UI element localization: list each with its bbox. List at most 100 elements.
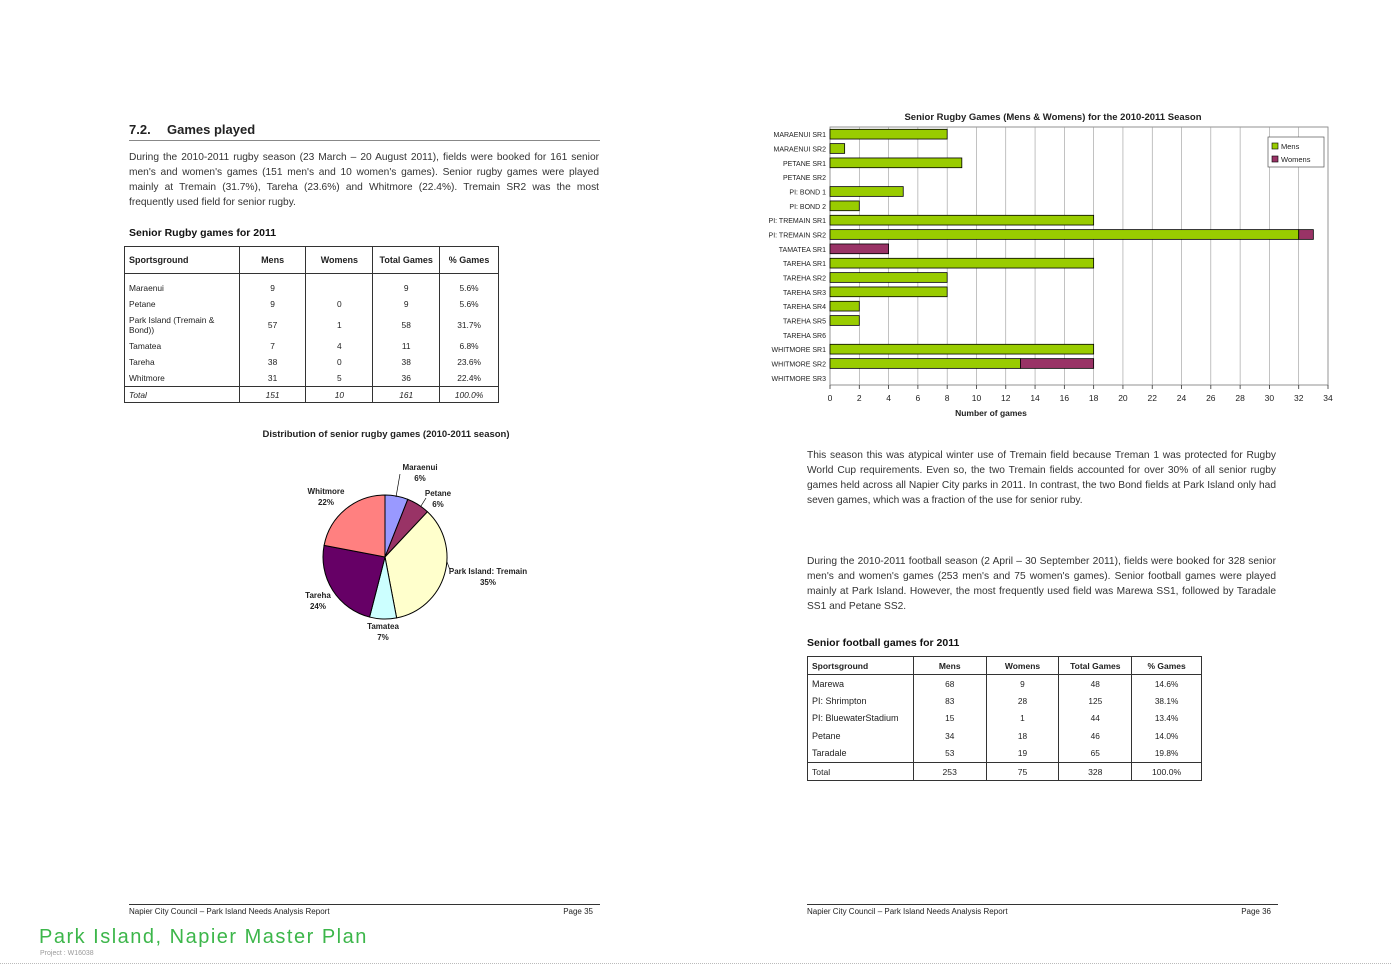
table-cell: 48 — [1058, 674, 1133, 693]
table-cell: 1 — [985, 709, 1060, 728]
table-cell: 57 — [238, 312, 307, 338]
table-cell: 161 — [372, 386, 441, 403]
y-category-label: WHITMORE SR2 — [772, 362, 827, 369]
leader-line — [446, 561, 451, 571]
table-cell: 9 — [372, 296, 441, 312]
pie-slice-percent: 24% — [310, 602, 326, 611]
table-cell: 28 — [985, 692, 1060, 710]
column-header: Sportsground — [807, 656, 914, 675]
table-cell: 100.0% — [1131, 761, 1202, 781]
pie-slice-label: Park Island: Tremain — [449, 567, 527, 576]
column-header: % Games — [439, 246, 499, 274]
table-cell: 53 — [912, 744, 987, 763]
y-category-label: PI: BOND 1 — [789, 190, 826, 197]
y-category-label: PI: BOND 2 — [789, 204, 826, 211]
bar-segment — [829, 229, 1300, 240]
x-tick-label: 20 — [1118, 393, 1128, 403]
pie-slice — [322, 544, 386, 618]
bar-chart-title: Senior Rugby Games (Mens & Womens) for t… — [904, 112, 1202, 123]
table-cell: 38.1% — [1131, 692, 1202, 710]
column-header: Total Games — [372, 246, 441, 274]
table-cell: PI: Shrimpton — [807, 692, 914, 710]
y-category-label: TAREHA SR1 — [783, 261, 826, 268]
y-category-label: TAREHA SR5 — [783, 319, 826, 326]
table-cell: Park Island (Tremain & Bond)) — [124, 312, 240, 338]
bar-segment — [829, 157, 963, 169]
pie-slice-percent: 22% — [318, 498, 334, 507]
y-category-label: WHITMORE SR3 — [772, 376, 827, 383]
x-tick-label: 0 — [828, 393, 833, 403]
table-cell: 328 — [1058, 761, 1133, 781]
column-header: Womens — [305, 246, 374, 274]
y-category-label: TAREHA SR4 — [783, 304, 826, 311]
x-tick-label: 26 — [1206, 393, 1216, 403]
y-category-label: WHITMORE SR1 — [772, 347, 827, 354]
x-tick-label: 24 — [1177, 393, 1187, 403]
table-cell: 18 — [985, 727, 1060, 745]
table-cell: 75 — [985, 761, 1060, 781]
bar-segment — [829, 272, 948, 283]
bar-segment — [829, 243, 889, 255]
table-cell: 9 — [372, 273, 441, 296]
leader-line — [420, 497, 427, 507]
pie-slice-label: Tamatea — [367, 622, 399, 631]
table-cell: 253 — [912, 761, 987, 781]
bar-segment — [829, 315, 860, 326]
x-tick-label: 2 — [857, 393, 862, 403]
y-category-label: MARAENUI SR2 — [773, 147, 826, 154]
x-tick-label: 30 — [1265, 393, 1275, 403]
table-cell: 5.6% — [439, 296, 499, 312]
footer-report-title: Napier City Council – Park Island Needs … — [129, 907, 330, 916]
pie-slice — [384, 511, 448, 619]
pie-slice-label: Tareha — [305, 591, 331, 600]
bar-segment — [829, 186, 904, 197]
table-cell: Tareha — [124, 354, 240, 370]
table-cell: 31.7% — [439, 312, 499, 338]
footer-page-number: Page 35 — [563, 907, 593, 916]
pie-slice-percent: 7% — [377, 633, 389, 642]
table-cell: 68 — [912, 674, 987, 693]
bar-segment — [829, 214, 1095, 226]
table-cell: 0 — [305, 296, 374, 312]
legend-label: Womens — [1281, 155, 1311, 164]
table-cell: 38 — [238, 354, 307, 370]
pie-chart-title: Distribution of senior rugby games (2010… — [262, 429, 510, 440]
x-tick-label: 16 — [1060, 393, 1070, 403]
y-category-label: TAMATEA SR1 — [779, 247, 826, 254]
table-cell: Total — [807, 761, 914, 781]
table-cell: 9 — [238, 273, 307, 296]
table-header-row: Sportsground Mens Womens Total Games % G… — [807, 656, 1202, 675]
x-tick-label: 18 — [1089, 393, 1099, 403]
section-title: Games played — [167, 122, 256, 137]
table-cell: Tamatea — [124, 338, 240, 354]
table-cell: 10 — [305, 386, 374, 403]
football-table-title: Senior football games for 2011 — [807, 637, 960, 649]
x-axis-label: Number of games — [955, 408, 1027, 418]
x-tick-label: 32 — [1294, 393, 1304, 403]
table-cell: 151 — [238, 386, 307, 403]
y-category-label: TAREHA SR6 — [783, 333, 826, 340]
x-tick-label: 14 — [1030, 393, 1040, 403]
table-cell: 5.6% — [439, 273, 499, 296]
x-tick-label: 6 — [916, 393, 921, 403]
table-cell: 5 — [305, 370, 374, 387]
footer-right-page: Napier City Council – Park Island Needs … — [807, 904, 1278, 916]
y-category-label: TAREHA SR2 — [783, 276, 826, 283]
legend-swatch — [1271, 142, 1279, 150]
table-cell: 100.0% — [439, 386, 499, 403]
table-cell: 0 — [305, 354, 374, 370]
bar-segment — [829, 343, 1095, 355]
x-tick-label: 10 — [972, 393, 982, 403]
column-header: Sportsground — [124, 246, 240, 274]
y-category-label: PI: TREMAIN SR1 — [769, 218, 827, 225]
